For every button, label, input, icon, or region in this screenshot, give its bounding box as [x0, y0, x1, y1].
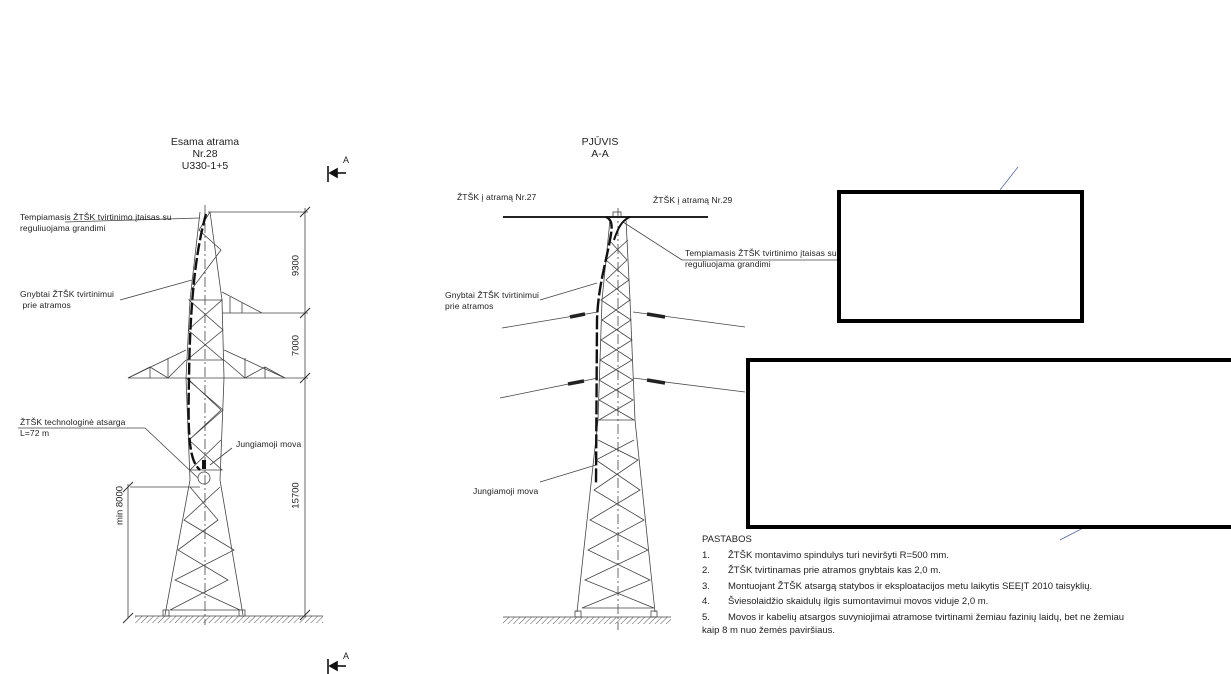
callout-tension-device-right: Tempiamasis ŽTŠK tvirtinimo įtaisas su r… [685, 248, 837, 270]
callout-to-27: ŽTŠK į atramą Nr.27 [457, 192, 537, 202]
note-item: 3. Montuojant ŽTŠK atsargą statybos ir ek… [702, 579, 1124, 595]
note-number: 4. [702, 596, 710, 607]
note-continuation: kaip 8 m nuo žemės paviršiaus. [702, 624, 836, 636]
callout-line: L=72 m [20, 428, 50, 438]
callout-clamps: Gnybtai ŽTŠK tvirtinimui prie atramos [20, 289, 114, 311]
note-item: 1. ŽTŠK montavimo spindulys turi neviršyt… [702, 548, 1124, 564]
note-text: Šviesolaidžio skaidulų ilgis sumontavimu… [728, 596, 989, 607]
callout-line: reguliuojama grandimi [685, 259, 771, 269]
note-text: Montuojant ŽTŠK atsargą statybos ir eksp… [728, 580, 1093, 592]
left-view-title: Esama atrama Nr.28 U330-1+5 [155, 136, 255, 172]
note-item: 2. ŽTŠK tvirtinamas prie atramos gnybtais… [702, 563, 1124, 579]
note-number: 5. [702, 611, 710, 623]
title-line: Nr.28 [192, 148, 218, 160]
callout-line: prie atramos [20, 300, 71, 310]
callout-line: Gnybtai ŽTŠK tvirtinimui [445, 290, 540, 300]
redaction-box-lower [746, 358, 1231, 529]
note-number: 2. [702, 565, 710, 576]
callout-line: ŽTŠK technologinė atsarga [20, 417, 126, 427]
callout-tension-device: Tempiamasis ŽTŠK tvirtinimo įtaisas su r… [20, 212, 172, 234]
callout-clamps-right: Gnybtai ŽTŠK tvirtinimui prie atramos [445, 290, 539, 312]
title-line: PJŪVIS [581, 136, 619, 148]
left-tower [18, 205, 308, 625]
note-text: Movos ir kabelių atsargos suvyniojimai a… [728, 611, 1125, 623]
note-number: 3. [702, 580, 710, 592]
redaction-box-upper [837, 190, 1084, 323]
title-line: U330-1+5 [181, 160, 229, 172]
section-marker-top: A [343, 155, 350, 165]
section-marker-arrows [327, 166, 346, 674]
dimension-total: 15700 [290, 482, 302, 509]
note-text: ŽTŠK tvirtinamas prie atramos gnybtais k… [728, 565, 941, 576]
notes-heading: PASTABOS [702, 534, 752, 545]
note-item: 4. Šviesolaidžio skaidulų ilgis sumontavi… [702, 594, 1124, 610]
note-item: 5. Movos ir kabelių atsargos suvyniojimai… [702, 612, 1124, 624]
notes-section: PASTABOS 1. ŽTŠK montavimo spindulys turi… [702, 532, 1124, 637]
callout-joint-right: Jungiamoji mova [473, 486, 539, 496]
callout-line: prie atramos [445, 301, 494, 311]
callout-line: reguliuojama grandimi [20, 223, 106, 233]
left-fiber-cable [187, 213, 208, 471]
note-text: ŽTŠK montavimo spindulys turi neviršyti … [728, 549, 949, 561]
callout-line: Gnybtai ŽTŠK tvirtinimui [20, 289, 115, 299]
callout-reserve: ŽTŠK technologinė atsarga L=72 m [20, 417, 126, 439]
callout-to-29: ŽTŠK į atramą Nr.29 [653, 195, 733, 205]
dimension-min-height: min 8000 [114, 485, 126, 526]
note-number: 1. [702, 549, 710, 561]
title-line: Esama atrama [170, 136, 240, 148]
callout-line: Tempiamasis ŽTŠK tvirtinimo įtaisas su [685, 248, 837, 258]
dimension-top: 9300 [290, 254, 302, 277]
title-line: A-A [591, 148, 609, 160]
section-marker-bottom: A [343, 651, 350, 661]
callout-line: Tempiamasis ŽTŠK tvirtinimo įtaisas su [20, 212, 172, 222]
callout-joint: Jungiamoji mova [236, 439, 302, 449]
right-fiber-cable [594, 215, 613, 485]
right-view-title: PJŪVIS A-A [570, 136, 630, 160]
dimension-middle: 7000 [290, 334, 302, 357]
